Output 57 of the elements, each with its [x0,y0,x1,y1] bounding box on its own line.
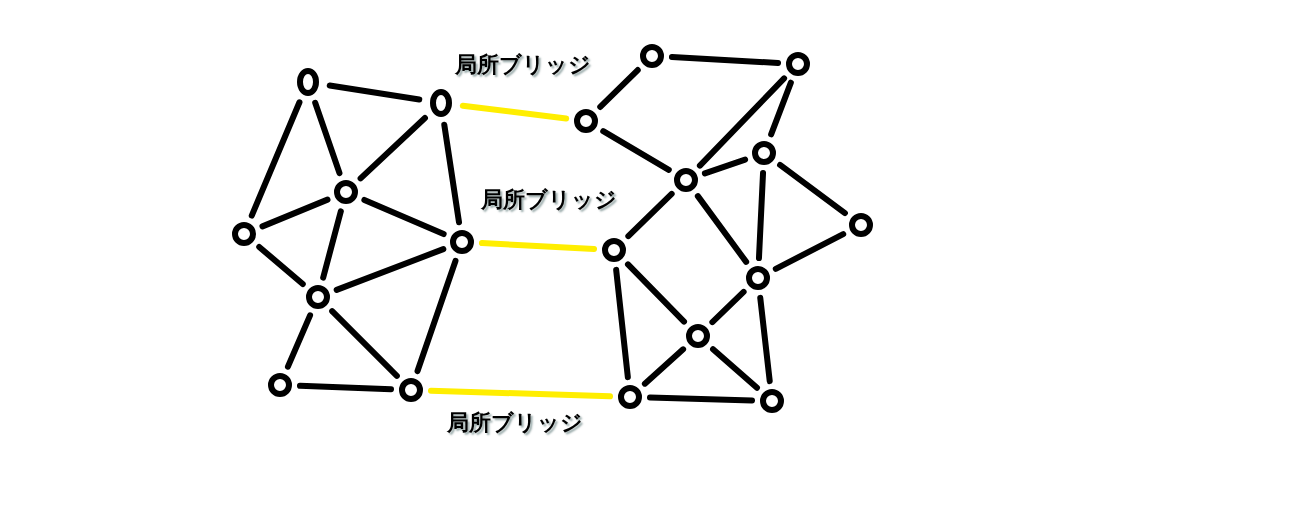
edge-line [777,161,848,217]
edge-line [696,75,788,169]
graph-vertex [399,378,423,402]
graph-vertex [306,285,330,309]
edge-line [361,196,447,238]
graph-vertex [849,213,873,237]
graph-vertex [746,266,770,290]
edge-line [597,67,641,110]
edge-line [297,382,394,393]
edge-line [256,243,306,288]
graph-vertex [268,373,292,397]
graph-vertex [760,389,784,413]
edge-line [625,190,675,240]
edge-line [312,99,343,177]
edge-line [710,346,760,391]
edge-line [333,246,447,293]
edge-line [441,121,462,226]
graph-vertex [786,52,810,76]
edge-line [613,266,631,381]
edge-line [755,170,767,261]
bridge-line [428,387,613,400]
edge-line [414,257,459,375]
edge-line [600,128,672,173]
edge-line [320,208,344,281]
edge-line [641,346,687,387]
edge-line [329,308,400,379]
edge-line [694,193,750,265]
graph-vertex [297,68,319,96]
edge-line [357,115,428,182]
edge-line [772,231,847,272]
graph-vertex [232,222,256,246]
graph-vertex [334,180,358,204]
graph-vertex [574,109,598,133]
bridge-line [478,240,598,252]
graph-vertex [430,89,452,117]
graph-vertex [450,230,474,254]
graph-vertex [752,141,776,165]
graph-vertex [686,324,710,348]
bridge-line [459,102,570,122]
edge-line [647,394,755,404]
edge-label: 局所ブリッジ [481,186,617,214]
edge-line [326,82,423,103]
graph-vertex [602,238,626,262]
graph-vertex [618,385,642,409]
edge-label: 局所ブリッジ [455,51,591,79]
edge-line [248,99,303,219]
edge-line [701,156,749,177]
edge-line [259,196,331,230]
graph-vertex [640,44,664,68]
edge-label: 局所ブリッジ [447,409,583,437]
graph-vertex [674,168,698,192]
edge-line [709,288,747,326]
edge-line [624,261,688,325]
edge-line [284,312,314,370]
edge-line [668,54,782,66]
edge-line [768,79,794,138]
edge-line [757,294,773,385]
